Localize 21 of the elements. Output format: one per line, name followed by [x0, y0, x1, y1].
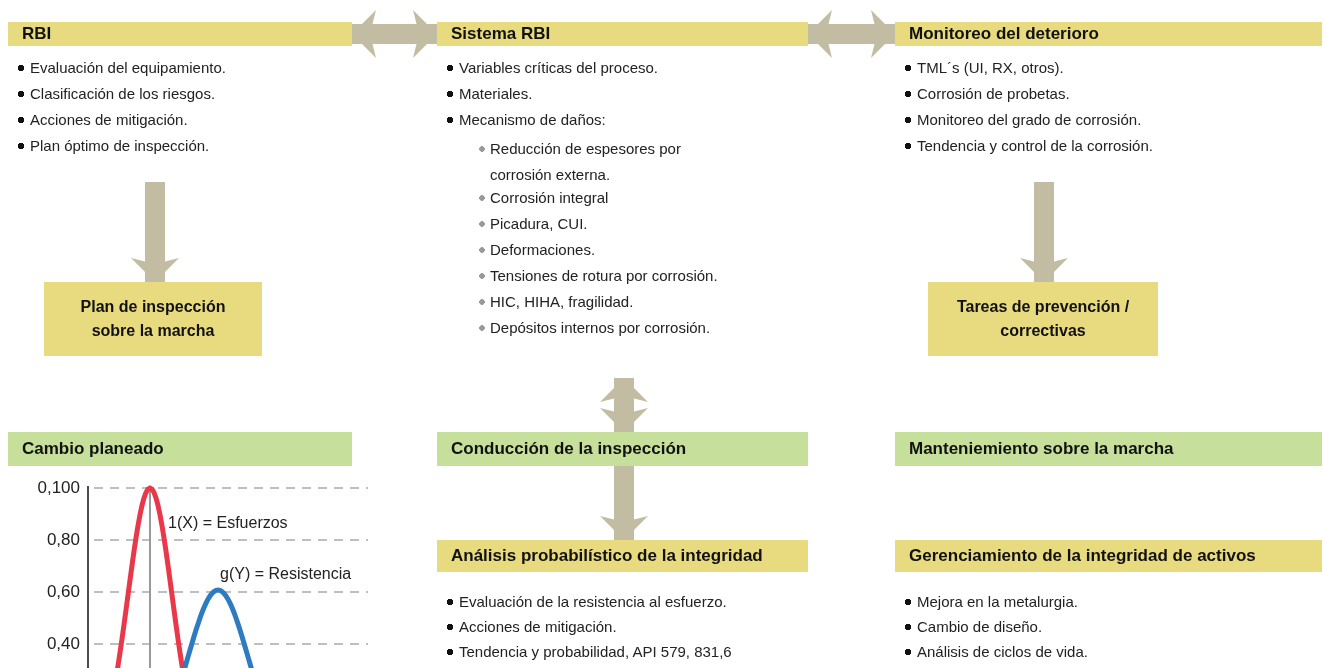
process-box: Tareas de prevención / correctivas: [928, 282, 1158, 356]
arrow: [600, 378, 648, 432]
axis-tick-label: 0,80: [46, 530, 80, 550]
process-box: Plan de inspección sobre la marcha: [44, 282, 262, 356]
arrow: [808, 10, 895, 58]
curve-label: g(Y) = Resistencia: [220, 565, 352, 583]
curve-label: 1(X) = Esfuerzos: [168, 514, 288, 532]
heading-band: Conducción de la inspección: [437, 432, 808, 466]
heading-band: Análisis probabilístico de la integridad: [437, 540, 808, 572]
arrow: [352, 10, 437, 58]
axis-tick-label: 0,100: [37, 478, 80, 498]
arrow: [131, 182, 179, 282]
heading-band: Cambio planeado: [8, 432, 352, 466]
arrow: [1020, 182, 1068, 282]
heading-band: Manteniemiento sobre la marcha: [895, 432, 1322, 466]
heading-band: Gerenciamiento de la integridad de activos: [895, 540, 1322, 572]
heading-band: Sistema RBI: [437, 22, 808, 46]
heading-band: RBI: [8, 22, 352, 46]
axis-tick-label: 0,40: [46, 634, 80, 654]
heading-band: Monitoreo del deterioro: [895, 22, 1322, 46]
axis-tick-label: 0,60: [46, 582, 80, 602]
